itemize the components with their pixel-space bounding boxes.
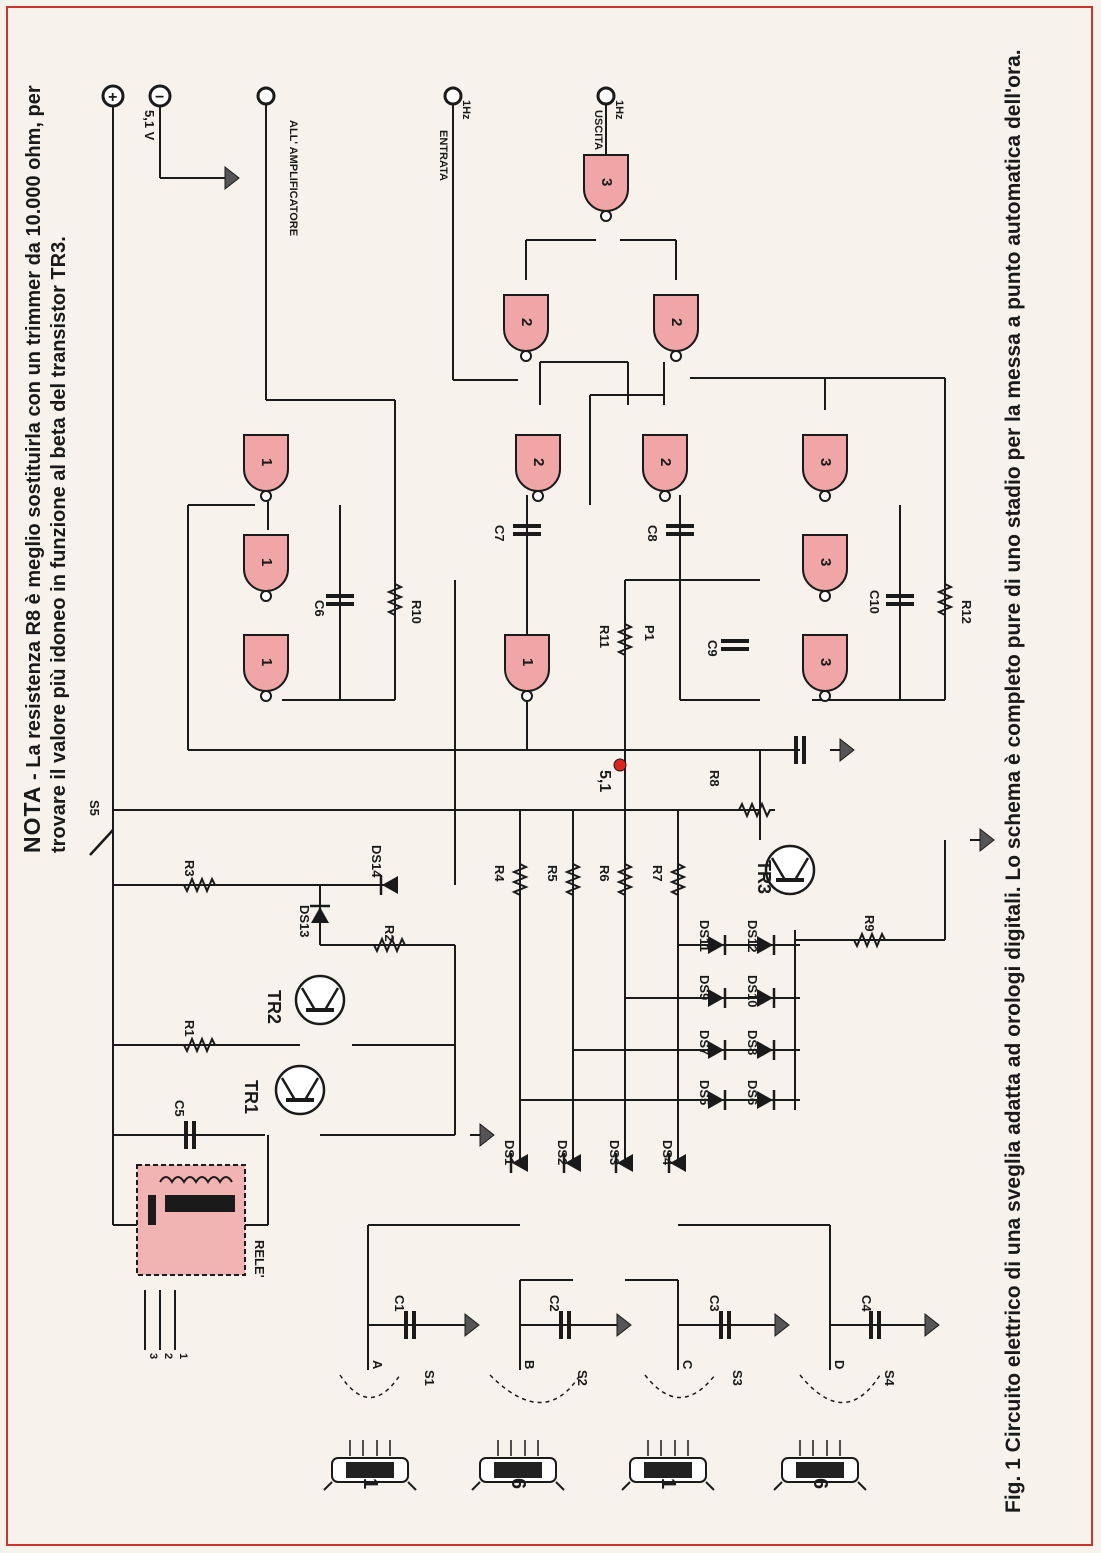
gate-2b: 2 [657, 458, 674, 466]
gate-3d: 3 [817, 658, 834, 666]
r1-label: R1 [182, 1020, 197, 1037]
tr3-label: TR3 [754, 860, 774, 894]
ds9-label: DS9 [697, 975, 712, 1000]
ds6-label: DS6 [745, 1080, 760, 1105]
r2-label: R2 [382, 925, 397, 942]
tube-digit-2: 6 [507, 1478, 529, 1489]
freq-out-label: 1Hz [613, 100, 625, 120]
ds5-label: DS5 [697, 1080, 712, 1105]
gate-2d: 2 [668, 318, 685, 326]
r11-label: R11 [597, 625, 612, 648]
input-label: ENTRATA [437, 130, 449, 181]
r8-label: R8 [707, 770, 722, 787]
c1-label: C1 [392, 1295, 407, 1312]
supply-label: 5,1 V [142, 110, 157, 141]
selector-b-label: B [522, 1360, 537, 1369]
s4-label: S4 [882, 1370, 897, 1387]
test-point-label: 5,1 [596, 770, 613, 792]
c5-label: C5 [172, 1100, 187, 1117]
gate-1a: 1 [258, 458, 275, 466]
r4-label: R4 [492, 865, 507, 882]
r5-label: R5 [545, 865, 560, 882]
s2-label: S2 [575, 1370, 590, 1386]
ds13-label: DS13 [297, 905, 312, 938]
gate-3a: 3 [598, 178, 615, 186]
amplifier-label: ALL' AMPLIFICATORE [287, 120, 299, 236]
c3-label: C3 [707, 1295, 722, 1312]
relay-pin-1: 1 [177, 1353, 189, 1359]
c6-label: C6 [312, 600, 327, 617]
tr1-label: TR1 [241, 1080, 261, 1114]
tube-digit-1: 1 [359, 1478, 381, 1489]
gate-1d: 1 [519, 658, 536, 666]
frame-border [6, 6, 1093, 1546]
s3-label: S3 [730, 1370, 745, 1386]
switch-label: S5 [87, 800, 102, 816]
r7-label: R7 [650, 865, 665, 882]
ds2-label: DS2 [555, 1140, 570, 1165]
ds4-label: DS4 [660, 1140, 675, 1166]
ds11-label: DS11 [697, 920, 712, 952]
r3-label: R3 [182, 860, 197, 877]
s1-label: S1 [422, 1370, 437, 1386]
ds10-label: DS10 [745, 975, 760, 1008]
ds3-label: DS3 [607, 1140, 622, 1165]
c8-label: C8 [645, 525, 660, 542]
selector-a-label: A [370, 1360, 385, 1370]
tube-digit-3: 1 [657, 1478, 679, 1489]
tube-digit-4: 6 [809, 1478, 831, 1489]
r12-label: R12 [959, 600, 974, 624]
svg-text:−: − [155, 89, 164, 106]
c7-label: C7 [492, 525, 507, 542]
output-label: USCITA [592, 110, 604, 150]
ds8-label: DS8 [745, 1030, 760, 1055]
gate-3c: 3 [817, 558, 834, 566]
ds14-label: DS14 [369, 845, 384, 878]
freq-in-label: 1Hz [460, 100, 472, 120]
gate-2a: 2 [530, 458, 547, 466]
selector-d-label: D [832, 1360, 847, 1369]
c2-label: C2 [547, 1295, 562, 1312]
relay-pin-2: 2 [162, 1353, 174, 1359]
gate-2c: 2 [518, 318, 535, 326]
ds1-label: DS1 [502, 1140, 517, 1165]
r9-label: R9 [862, 915, 877, 932]
ds12-label: DS12 [745, 920, 760, 953]
c10-label: C10 [867, 590, 882, 614]
ds7-label: DS7 [697, 1030, 712, 1055]
c4-label: C4 [859, 1295, 874, 1312]
svg-text:+: + [108, 89, 117, 106]
gate-1c: 1 [258, 658, 275, 666]
gate-1b: 1 [258, 558, 275, 566]
button-label: P1 [642, 625, 657, 641]
nand-gates [243, 154, 848, 702]
c9-label: C9 [705, 640, 720, 657]
relay-pin-3: 3 [147, 1353, 159, 1359]
gate-3b: 3 [817, 458, 834, 466]
r10-label: R10 [409, 600, 424, 624]
r6-label: R6 [597, 865, 612, 882]
tr2-label: TR2 [264, 990, 284, 1024]
relay-label: RELE' [252, 1240, 267, 1278]
selector-c-label: C [680, 1360, 695, 1370]
